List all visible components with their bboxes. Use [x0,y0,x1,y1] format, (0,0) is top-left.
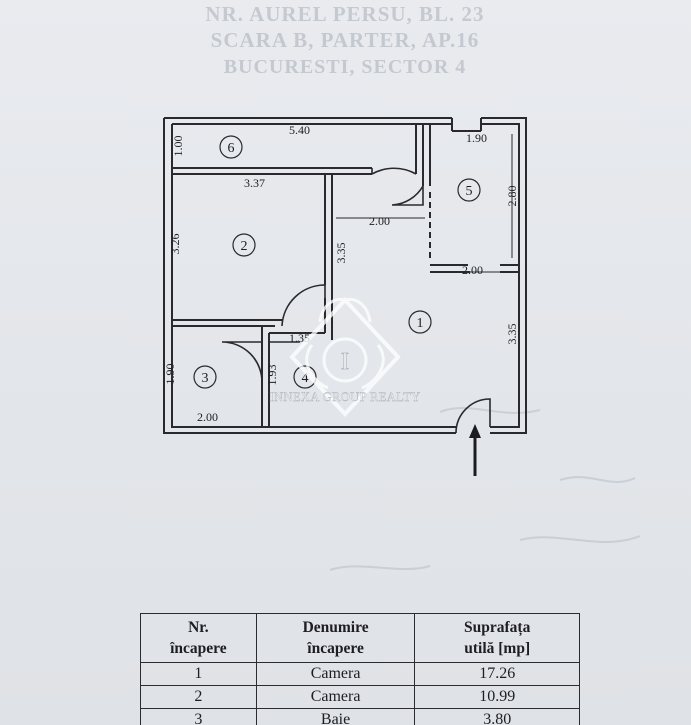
header-line-3: BUCURESTI, SECTOR 4 [223,56,467,78]
outer-wall-outer [163,117,527,434]
table-row: 2 Camera 10.99 [140,685,580,709]
dim-room3-height: 1.90 [163,364,177,385]
dimension-lines [336,134,516,273]
watermark-diamond-icon [289,297,401,417]
door-room2 [281,284,326,327]
room-label-4: 4 [302,371,309,386]
room-label-3: 3 [202,371,209,386]
door-entrance [455,398,491,434]
watermark-logo: I INNEXA GROUP REALTY [269,297,420,417]
dim-room4-height: 1.93 [265,365,279,386]
room2-wall-right [324,174,333,298]
header-nr: Nr.încapere [140,613,257,663]
dim-room1-height: 3.35 [505,324,519,345]
cell-nr: 2 [140,685,257,709]
table-row: 3 Baie 3.80 [140,708,580,725]
bleed-through-marks [329,407,641,571]
room5-wall-left [422,124,431,186]
dim-room3-width: 2.00 [197,410,218,424]
dim-corridor-width: 2.00 [369,214,390,228]
header-line-2: SCARA B, PARTER, AP.16 [210,28,480,52]
dim-room6-width: 1.00 [171,136,185,157]
cell-name: Baie [255,708,416,725]
dim-room5-length: 2.80 [505,186,519,207]
outer-wall-inner [171,123,520,428]
room6-wall [172,167,372,175]
dim-corridor-height: 3.35 [334,243,348,264]
room-number-circles [193,135,481,389]
room-label-6: 6 [228,141,235,156]
door-room6 [371,167,417,175]
door-room3 [221,341,263,383]
cell-nr: 3 [140,708,257,725]
cell-area: 17.26 [414,662,580,686]
door-room5 [391,185,424,206]
header-line-1: NR. AUREL PERSU, BL. 23 [205,2,485,26]
table-row: 1 Camera 17.26 [140,662,580,686]
cell-area: 3.80 [414,708,580,725]
dim-room5-bottom: 2.00 [462,263,483,277]
dim-room6-length: 5.40 [289,123,310,137]
watermark-text: INNEXA GROUP REALTY [269,390,420,404]
room-label-1: 1 [417,316,424,331]
cell-name: Camera [255,662,416,686]
room-label-5: 5 [466,184,473,199]
dim-room2-height: 3.26 [168,234,182,255]
dim-room2-width: 3.37 [244,176,265,190]
cell-name: Camera [255,685,416,709]
dim-room5-width: 1.90 [466,131,487,145]
room-label-2: 2 [241,239,248,254]
doors [221,167,491,434]
cell-area: 10.99 [414,685,580,709]
watermark-monogram: I [341,349,349,375]
room2-wall-bottom [172,319,282,327]
cell-nr: 1 [140,662,257,686]
entrance-arrow-icon [469,424,481,476]
